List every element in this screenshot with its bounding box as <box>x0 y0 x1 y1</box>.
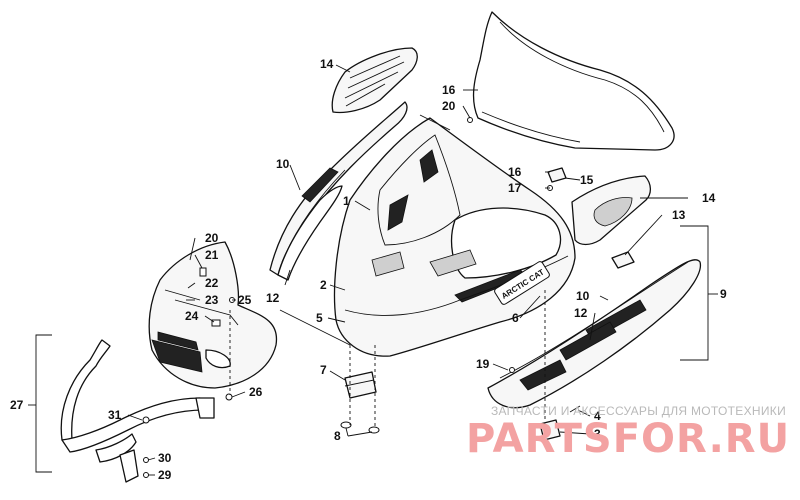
callout-9: 9 <box>720 287 727 301</box>
callout-16: 16 <box>508 165 522 179</box>
callout-11: 12 <box>574 306 588 320</box>
main-hood-panel <box>333 117 576 357</box>
callout-4: 4 <box>594 409 601 423</box>
watermark-tagline: ЗАПЧАСТИ И АКСЕССУАРЫ ДЛЯ МОТОТЕХНИКИ <box>490 404 786 418</box>
callout-6: 6 <box>512 311 519 325</box>
callout-18: 16 <box>442 83 456 97</box>
callout-28: 27 <box>10 398 24 412</box>
callout-20: 19 <box>476 357 490 371</box>
upper-vent-grille <box>331 47 418 114</box>
callout-29: 29 <box>158 468 172 482</box>
callout-22: 21 <box>205 248 219 262</box>
callout-13: 13 <box>672 208 686 222</box>
callout-14: 14 <box>320 57 334 71</box>
lower-clip <box>539 405 581 441</box>
hinge-bracket <box>340 371 380 434</box>
callout-2: 2 <box>320 278 327 292</box>
callout-labels: 14 16 20 10 1 16 17 15 14 13 9 10 12 2 5… <box>10 57 727 482</box>
right-side-panel <box>487 259 702 409</box>
watermark: ЗАПЧАСТИ И АКСЕССУАРЫ ДЛЯ МОТОТЕХНИКИ PA… <box>466 404 791 462</box>
callout-26: 25 <box>238 293 252 307</box>
callout-14-right: 14 <box>702 191 716 205</box>
front-nose-bumper <box>148 241 278 389</box>
windshield <box>472 11 675 151</box>
callout-8: 8 <box>334 429 341 443</box>
callout-23: 22 <box>205 276 219 290</box>
callout-21: 20 <box>205 231 219 245</box>
callout-25: 24 <box>185 309 199 323</box>
leader-lines <box>28 64 718 476</box>
callout-15: 15 <box>580 173 594 187</box>
callout-3: 3 <box>594 427 601 441</box>
watermark-brand: PARTSFOR.RU <box>466 416 791 462</box>
callout-17: 17 <box>508 181 522 195</box>
callout-31: 31 <box>108 408 122 422</box>
front-bumper-bar <box>60 339 215 483</box>
side-vent-grille <box>571 175 652 246</box>
callout-1: 1 <box>343 194 350 208</box>
callout-12: 12 <box>266 291 280 305</box>
panel-bracket <box>611 251 635 269</box>
callout-7: 7 <box>320 363 327 377</box>
callout-30: 30 <box>158 451 172 465</box>
callout-5: 5 <box>316 311 323 325</box>
callout-10-right: 10 <box>576 289 590 303</box>
lower-left-trim-strip <box>277 185 343 281</box>
callout-10: 10 <box>276 157 290 171</box>
callout-24: 23 <box>205 293 219 307</box>
callout-27: 26 <box>249 385 263 399</box>
callout-19: 20 <box>442 99 456 113</box>
